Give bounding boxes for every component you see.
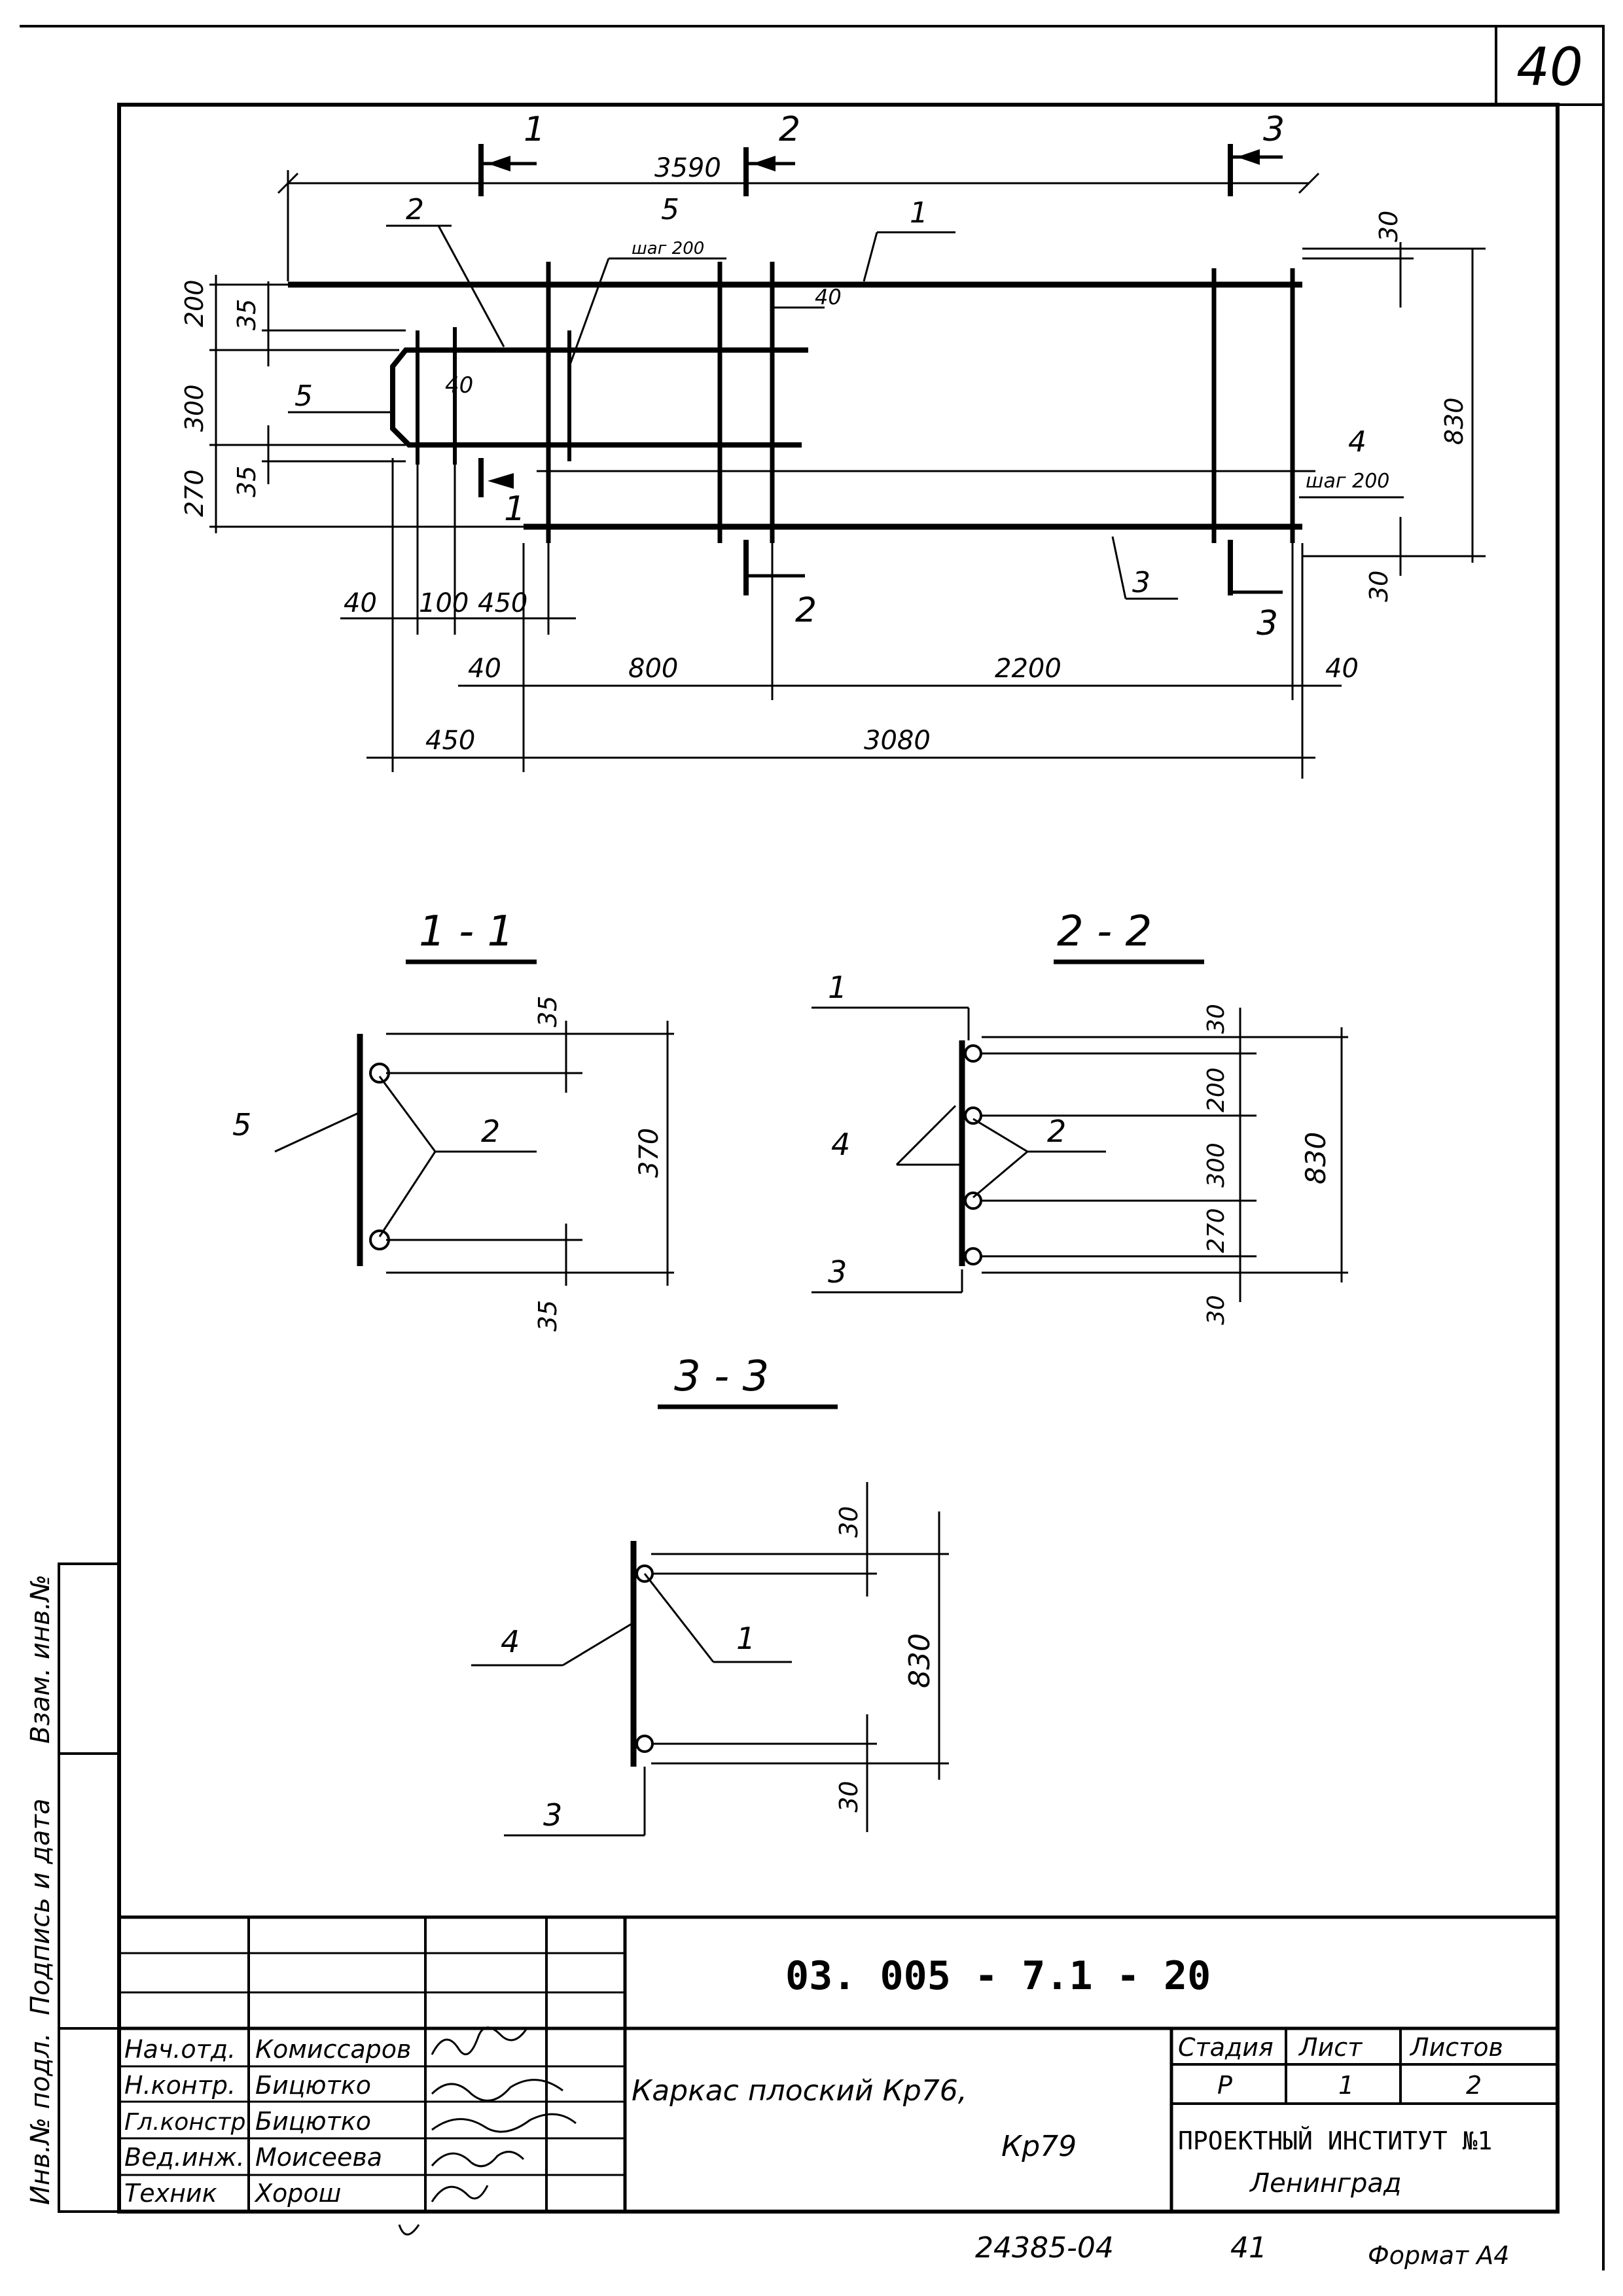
dim-left-270: 270 [180, 469, 209, 517]
sheets-header: Листов [1409, 2033, 1503, 2062]
section-2-2-label-2: 2 [1047, 1114, 1066, 1149]
callout-pos1: 1 [910, 196, 928, 230]
format-label: Формат А4 [1368, 2241, 1509, 2270]
dim-bottom-row3-450: 450 [425, 726, 475, 756]
section-1-1 [274, 959, 674, 1286]
section-mark-3-bottom: 3 [1257, 604, 1278, 643]
section-3-3 [471, 1404, 949, 1837]
section-3-3-dim-30-bottom: 30 [834, 1781, 863, 1812]
dim-left-35b: 35 [232, 466, 261, 497]
section-3-3-label-4: 4 [501, 1624, 520, 1659]
dim-bottom-row1-450: 450 [478, 588, 527, 618]
title-block-grid [119, 1915, 1558, 2212]
signatures [398, 2026, 577, 2236]
title-line-1: Каркас плоский Кр76, [632, 2074, 967, 2108]
staff-name-1: Комиссаров [255, 2035, 411, 2064]
section-2-2-dim-270: 270 [1203, 1208, 1230, 1253]
section-2-2 [812, 959, 1348, 1302]
plan-view [209, 144, 1486, 779]
section-2-2-label-4: 4 [831, 1127, 850, 1162]
dim-right-30-top: 30 [1374, 211, 1403, 242]
section-1-1-dim-35-bottom: 35 [533, 1300, 562, 1332]
archive-number: 24385-04 [975, 2231, 1114, 2265]
staff-name-3: Бицютко [255, 2107, 371, 2136]
section-3-3-label-3: 3 [543, 1797, 562, 1833]
staff-role-5: Техник [124, 2179, 217, 2208]
section-1-1-label-2: 2 [481, 1114, 500, 1149]
dim-right-30-bottom: 30 [1364, 571, 1393, 602]
section-mark-3-top: 3 [1263, 110, 1285, 149]
section-mark-2-bottom: 2 [795, 591, 817, 630]
dim-bottom-row1-100: 100 [419, 588, 469, 618]
section-2-2-dim-30-bottom: 30 [1203, 1295, 1230, 1325]
section-2-2-title: 2 - 2 [1057, 908, 1152, 956]
section-3-3-dim-830: 830 [903, 1633, 936, 1688]
title-line-2: Кр79 [1001, 2130, 1077, 2163]
dim-left-35a: 35 [232, 299, 261, 330]
stage-header: Стадия [1178, 2033, 1274, 2062]
dim-left-300: 300 [180, 384, 209, 432]
dim-bottom-row1-40: 40 [344, 588, 377, 618]
stamp-inv-repl: Взам. инв.№ [26, 1574, 56, 1744]
stage-value: Р [1217, 2071, 1232, 2100]
sheets-value: 2 [1466, 2071, 1482, 2100]
staff-name-2: Бицютко [255, 2071, 371, 2100]
section-2-2-label-1: 1 [828, 970, 847, 1005]
dim-overall-top: 3590 [654, 153, 721, 183]
section-2-2-label-3: 3 [828, 1254, 847, 1290]
callout-pos3: 3 [1132, 566, 1150, 599]
section-mark-1-top: 1 [524, 110, 545, 149]
stamp-inv-orig: Инв.№ подл. [26, 2033, 56, 2205]
page-number: 41 [1230, 2231, 1267, 2265]
section-mark-1-bottom: 1 [504, 489, 526, 529]
bar-2-bent [390, 347, 808, 448]
callout-pos4-step: шаг 200 [1306, 470, 1389, 493]
dim-left-200: 200 [180, 279, 209, 327]
dim-bend-40: 40 [445, 372, 473, 398]
section-3-3-label-1: 1 [736, 1621, 755, 1656]
dim-bottom-row3-3080: 3080 [864, 726, 931, 756]
section-3-3-dim-30-top: 30 [834, 1506, 863, 1538]
sheet-frame [20, 25, 1605, 2270]
section-1-1-dim-35-top: 35 [533, 996, 562, 1027]
staff-name-4: Моисеева [255, 2143, 382, 2172]
binding-stamp [58, 1563, 120, 2213]
section-1-1-label-5: 5 [232, 1107, 251, 1142]
sheet-corner-number: 40 [1516, 37, 1583, 97]
org-city: Ленинград [1249, 2168, 1402, 2199]
dim-right-830: 830 [1440, 397, 1469, 445]
stamp-sign-date: Подпись и дата [26, 1799, 56, 2015]
callout-pos2: 2 [406, 193, 424, 226]
staff-role-4: Вед.инж. [124, 2143, 245, 2172]
callout-pos4: 4 [1348, 425, 1366, 459]
section-1-1-title: 1 - 1 [419, 908, 514, 956]
dim-bottom-row2-40a: 40 [468, 654, 501, 684]
dim-bottom-row2-2200: 2200 [995, 654, 1061, 684]
staff-role-2: Н.контр. [124, 2071, 236, 2100]
sheet-header: Лист [1298, 2033, 1363, 2062]
section-2-2-dim-300: 300 [1203, 1142, 1230, 1188]
callout-pos5-step: шаг 200 [632, 239, 704, 258]
section-2-2-dim-30-top: 30 [1203, 1004, 1230, 1034]
staff-role-3: Гл.констр. [124, 2109, 253, 2136]
staff-role-1: Нач.отд. [124, 2035, 236, 2064]
staff-name-5: Хорош [254, 2179, 341, 2208]
callout-pos5-top: 5 [661, 193, 679, 226]
dim-bottom-row2-800: 800 [628, 654, 678, 684]
section-mark-2-top: 2 [779, 110, 800, 149]
sheet-value: 1 [1338, 2071, 1354, 2100]
callout-pos5-left: 5 [294, 380, 313, 413]
section-2-2-dim-200: 200 [1203, 1067, 1230, 1112]
section-2-2-dim-830: 830 [1300, 1132, 1332, 1184]
section-1-1-dim-370: 370 [634, 1128, 664, 1178]
dim-bottom-row2-40b: 40 [1325, 654, 1359, 684]
org-name: ПРОЕКТНЫЙ ИНСТИТУТ №1 [1178, 2127, 1492, 2155]
doc-code: 03. 005 - 7.1 - 20 [785, 1953, 1211, 1999]
section-3-3-title: 3 - 3 [674, 1352, 769, 1401]
dim-small-40-top: 40 [815, 285, 842, 309]
